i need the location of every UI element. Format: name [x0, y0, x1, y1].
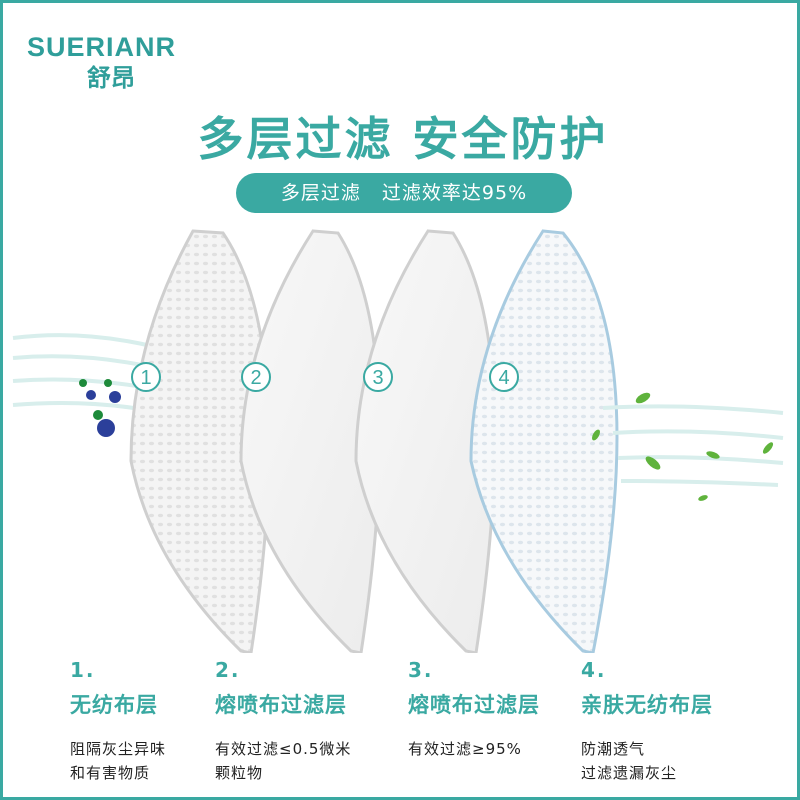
efficiency-pill: 多层过滤 过滤效率达95%	[236, 173, 572, 213]
badge-1: 1	[131, 362, 161, 392]
brand-name-en: SUERIANR	[27, 32, 177, 62]
layer-1-desc: 阻隔灰尘异味 和有害物质	[70, 737, 260, 785]
brand-name-cn: 舒昂	[87, 64, 135, 92]
layer-2-info: 2. 熔喷布过滤层 有效过滤≤0.5微米 颗粒物	[215, 655, 405, 785]
pill-text-2: 过滤效率达95%	[381, 182, 528, 204]
layer-2-desc-line-2: 颗粒物	[215, 764, 264, 782]
badge-3: 3	[363, 362, 393, 392]
layer-4-number: 4.	[581, 658, 607, 682]
layer-3-number: 3.	[408, 658, 434, 682]
layer-4-title: 亲肤无纺布层	[581, 693, 713, 717]
layer-3-info: 3. 熔喷布过滤层 有效过滤≥95%	[408, 655, 598, 761]
layer-2-desc-line-1: 有效过滤≤0.5微米	[215, 740, 352, 758]
layer-4-desc: 防潮透气 过滤遗漏灰尘	[581, 737, 771, 785]
svg-text:4: 4	[498, 367, 509, 389]
layer-2-number: 2.	[215, 658, 241, 682]
layer-1-desc-line-2: 和有害物质	[70, 764, 151, 782]
layer-4-shape	[469, 229, 619, 653]
layer-1-desc-line-1: 阻隔灰尘异味	[70, 740, 167, 758]
layer-3-desc-line-1: 有效过滤≥95%	[408, 740, 522, 758]
layer-2-title: 熔喷布过滤层	[215, 693, 347, 717]
virus-icon	[79, 379, 121, 437]
brand-logo: SUERIANR 舒昂	[27, 31, 237, 93]
leaf-icon	[592, 392, 774, 501]
layers-svg: 1 2 3 4	[12, 229, 784, 653]
svg-text:1: 1	[140, 367, 151, 389]
layer-1-number: 1.	[70, 658, 96, 682]
svg-text:2: 2	[250, 367, 261, 389]
filter-layers-illustration: 1 2 3 4	[3, 223, 797, 653]
layer-4-desc-line-2: 过滤遗漏灰尘	[581, 764, 678, 782]
badge-4: 4	[489, 362, 519, 392]
layer-1-info: 1. 无纺布层 阻隔灰尘异味 和有害物质	[70, 655, 260, 785]
airflow-icon	[602, 404, 784, 487]
layer-1-title: 无纺布层	[70, 693, 158, 717]
svg-text:3: 3	[372, 367, 383, 389]
pill-text-1: 多层过滤	[280, 182, 361, 204]
layer-2-desc: 有效过滤≤0.5微米 颗粒物	[215, 737, 405, 785]
layer-3-title: 熔喷布过滤层	[408, 693, 540, 717]
headline: 多层过滤 安全防护	[197, 112, 609, 166]
layer-4-info: 4. 亲肤无纺布层 防潮透气 过滤遗漏灰尘	[581, 655, 771, 785]
badge-2: 2	[241, 362, 271, 392]
layer-3-desc: 有效过滤≥95%	[408, 737, 598, 761]
layer-4-desc-line-1: 防潮透气	[581, 740, 646, 758]
